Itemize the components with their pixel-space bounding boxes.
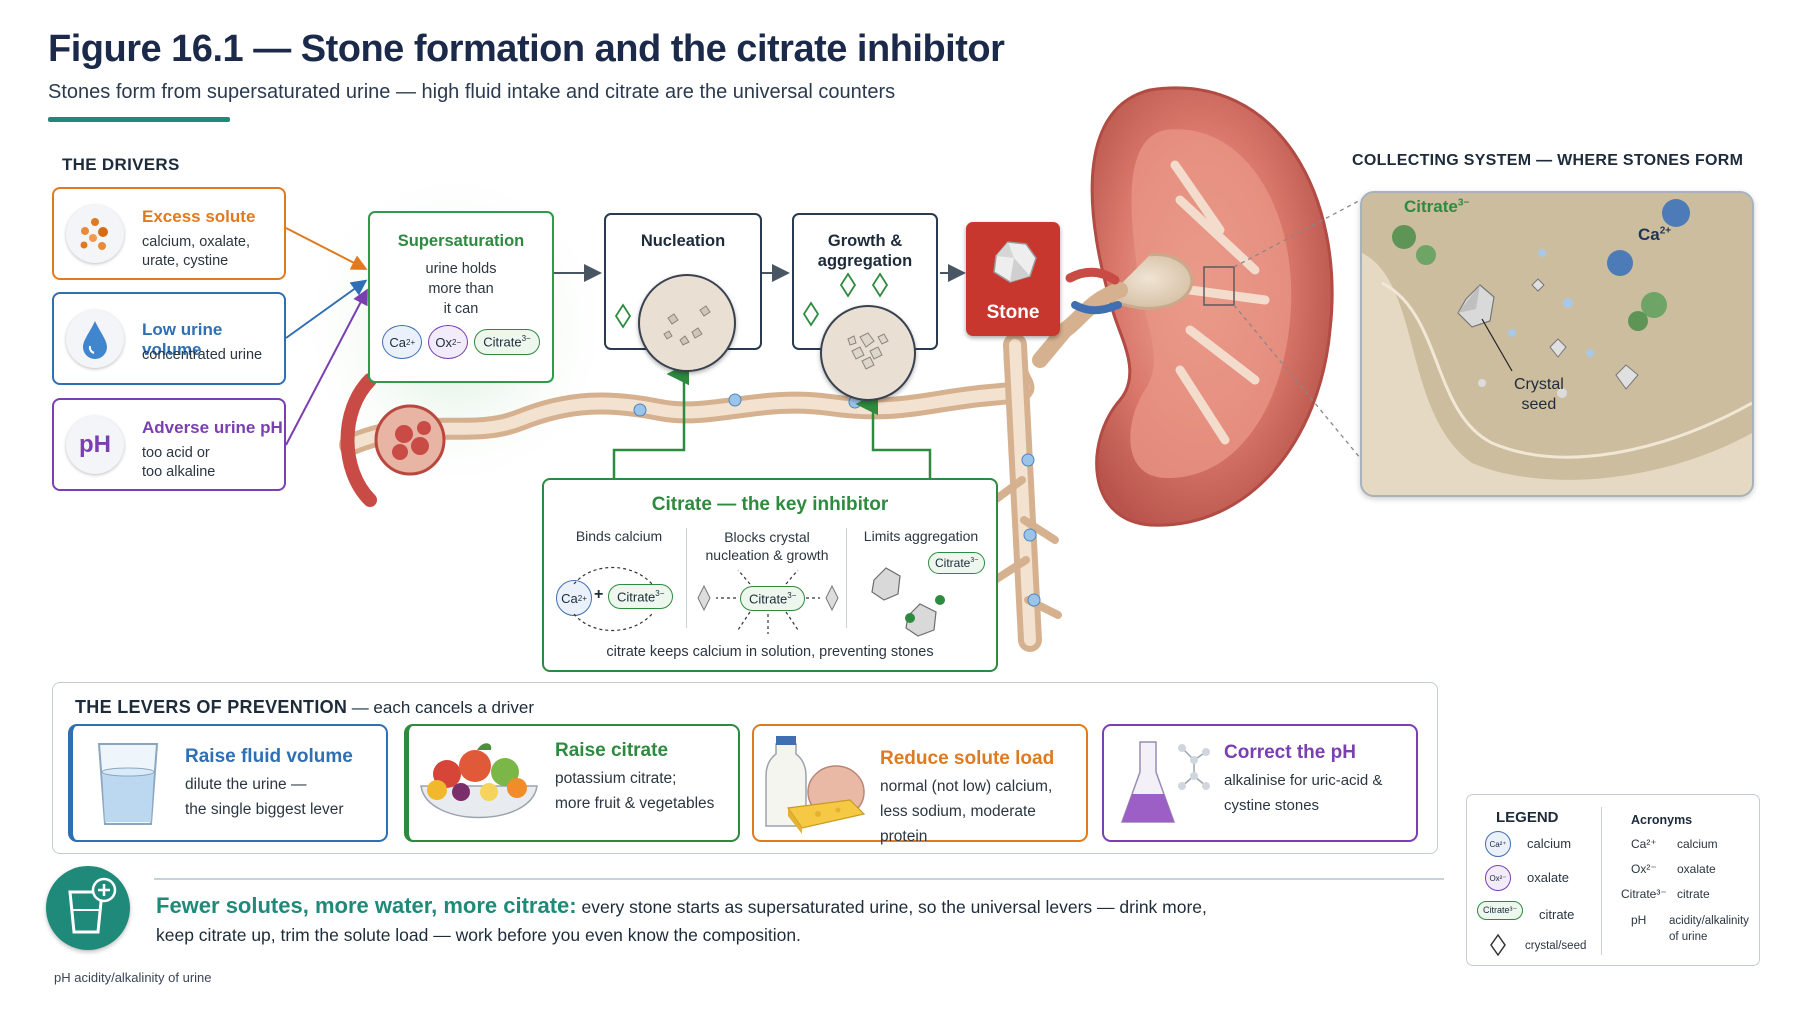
water-glass-plus-icon (46, 866, 130, 950)
lever-title: Reduce solute load (880, 748, 1055, 769)
driver-title: Adverse urine pH (142, 418, 283, 437)
legend-item-label: calcium (1527, 836, 1572, 851)
lever-raise-fluid: Raise fluid volume dilute the urine —the… (68, 724, 388, 842)
takeaway-rule (154, 878, 1444, 880)
collecting-system-scene (1362, 193, 1752, 495)
collecting-system-heading: COLLECTING SYSTEM — WHERE STONES FORM (1352, 152, 1744, 169)
levers-heading: THE LEVERS OF PREVENTION — each cancels … (75, 697, 535, 717)
citrate-footer: citrate keeps calcium in solution, preve… (606, 644, 934, 660)
stone-label: Stone (986, 302, 1040, 323)
stone-icon (993, 241, 1037, 283)
supersaturation-title: Supersaturation (397, 232, 525, 250)
acronym-meaning: citrate (1677, 887, 1710, 901)
legend-citrate-symbol: Citrate³⁻ (1477, 901, 1524, 920)
drivers-heading: THE DRIVERS (62, 155, 180, 174)
zoom-region-marker (1203, 266, 1235, 306)
footnote: pH acidity/alkalinity of urine (54, 970, 212, 985)
takeaway-text: Fewer solutes, more water, more citrate:… (156, 893, 1207, 945)
aggregation-crystal-view (820, 305, 916, 401)
title-underline (48, 117, 230, 122)
citrate-ion: Citrate3− (740, 586, 806, 612)
lever-desc: dilute the urine —the single biggest lev… (185, 776, 344, 818)
legend-item-label: oxalate (1527, 870, 1569, 885)
blocking-diagram (697, 569, 839, 634)
binds-calcium-label: Binds calcium (575, 528, 663, 544)
afferent-vessel (340, 373, 377, 507)
zoom-calcium-label: Ca2+ (1638, 225, 1672, 244)
page-title: Figure 16.1 — Stone formation and the ci… (48, 28, 1005, 70)
acronym-abbr: Citrate³⁻ (1621, 887, 1667, 901)
acronym-abbr: Ca²⁺ (1631, 837, 1657, 851)
growth-title: Growth &aggregation (817, 232, 913, 270)
citrate-inhibitor-title: Citrate — the key inhibitor (651, 494, 889, 515)
acronym-meaning: oxalate (1677, 862, 1716, 876)
driver-title: Low urine volume (142, 320, 223, 359)
lever-desc: alkalinise for uric-acid &cystine stones (1224, 772, 1383, 814)
flask-molecule-icon (1120, 741, 1210, 823)
binding-arcs (573, 566, 653, 632)
kidney-illustration (1032, 86, 1334, 527)
driver-desc: concentrated urine (142, 347, 263, 363)
driver-desc: calcium, oxalate,urate, cystine (142, 234, 250, 269)
solute-particles-icon (66, 205, 124, 263)
ph-icon: pH (66, 416, 124, 474)
legend-crystal-symbol (1490, 933, 1506, 957)
legend-item-label: crystal/seed (1525, 940, 1587, 952)
lever-raise-citrate: Raise citrate potassium citrate;more fru… (404, 724, 740, 842)
nucleation-crystal-view (638, 274, 736, 372)
lever-desc: normal (not low) calcium,less sodium, mo… (880, 778, 1053, 845)
legend-calcium-symbol: Ca²⁺ (1485, 831, 1511, 857)
crystal-seed-pair-icon (839, 272, 889, 298)
legend-heading: LEGEND (1496, 809, 1559, 826)
takeaway-bold: Fewer solutes, more water, more citrate: (156, 893, 577, 918)
acronym-meaning: calcium (1677, 837, 1718, 851)
citrate-inhibitor-box: Citrate — the key inhibitor Binds calciu… (542, 478, 998, 672)
fruit-bowl-icon (420, 743, 538, 819)
acronym-abbr: pH (1631, 913, 1647, 927)
lever-title: Raise fluid volume (185, 746, 353, 767)
dairy-protein-icon (765, 736, 866, 834)
legend-item-label: citrate (1539, 907, 1575, 922)
supersaturation-box: Supersaturation urine holds more than it… (368, 211, 554, 383)
lever-correct-ph: Correct the pH alkalinise for uric-acid … (1102, 724, 1418, 842)
levers-panel: THE LEVERS OF PREVENTION — each cancels … (52, 682, 1438, 854)
aggregation-crystals (871, 567, 945, 637)
citrate-ion: Citrate3− (928, 552, 986, 574)
acronym-abbr: Ox²⁻ (1631, 862, 1657, 876)
lever-title: Correct the pH (1224, 742, 1356, 763)
page-subtitle: Stones form from supersaturated urine — … (48, 81, 896, 103)
citrate-ion: Citrate3− (608, 584, 674, 610)
citrate-ion: Citrate3− (474, 329, 540, 355)
driver-excess-solute: Excess solute calcium, oxalate,urate, cy… (52, 187, 286, 280)
plus-sign: + (594, 586, 604, 603)
zoom-citrate-label: Citrate3− (1404, 197, 1470, 216)
legend-oxalate-symbol: Ox²⁻ (1485, 865, 1511, 891)
legend-panel: LEGEND Ca²⁺ calcium Ox²⁻ oxalate Citrate… (1466, 794, 1760, 966)
lever-title: Raise citrate (555, 740, 669, 761)
water-drop-icon (66, 310, 124, 368)
stone-box: Stone (966, 222, 1060, 336)
driver-title: Excess solute (142, 207, 256, 226)
supersaturation-desc: urine holds more than it can (425, 261, 497, 317)
lever-desc: potassium citrate;more fruit & vegetable… (555, 770, 715, 812)
lever-reduce-solute: Reduce solute load normal (not low) calc… (752, 724, 1088, 845)
nucleation-title: Nucleation (640, 232, 726, 250)
crystal-seed-icon (802, 301, 820, 327)
limits-aggregation-label: Limits aggregation (863, 528, 979, 544)
driver-low-urine-volume: Low urine volume concentrated urine (52, 292, 286, 385)
acronyms-heading: Acronyms (1631, 813, 1693, 827)
crystal-seed-icon (614, 303, 632, 329)
water-glass-icon (97, 743, 159, 825)
